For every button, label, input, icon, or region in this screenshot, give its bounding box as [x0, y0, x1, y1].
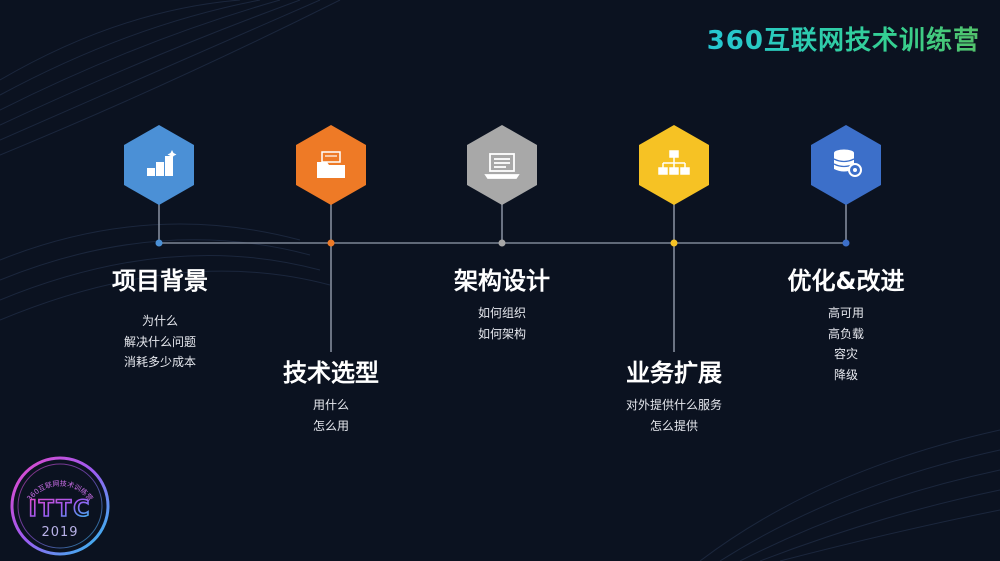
step-3-title: 架构设计 — [454, 267, 550, 295]
junction-dot-5 — [842, 239, 850, 247]
step-2-hexagon — [295, 124, 367, 206]
step-3-items: 如何组织 如何架构 — [478, 303, 526, 344]
junction-dot-2 — [327, 239, 335, 247]
bars-sparkle-icon — [147, 150, 177, 176]
step-5-hexagon — [810, 124, 882, 206]
ittc-logo: 360互联网技术训练营 ITTC 2019 — [10, 456, 110, 556]
step-2-item: 用什么 — [312, 398, 350, 412]
database-gear-icon — [833, 149, 862, 177]
step-4-items: 对外提供什么服务 怎么提供 — [626, 395, 722, 436]
step-5-item: 高可用 — [827, 306, 865, 320]
step-2-title: 技术选型 — [283, 359, 379, 387]
folder-icon — [317, 151, 345, 178]
step-5-item: 容灾 — [833, 347, 859, 361]
step-1-items: 为什么 解决什么问题 消耗多少成本 — [124, 311, 196, 373]
step-1-item: 为什么 — [141, 314, 179, 328]
brand-title: 360互联网技术训练营 — [707, 20, 980, 57]
laptop-icon — [484, 153, 520, 179]
step-4-hexagon — [638, 124, 710, 206]
badge-acronym: ITTC — [29, 497, 92, 522]
junction-dot-4 — [670, 239, 678, 247]
step-4-item: 怎么提供 — [649, 418, 699, 433]
step-5-items: 高可用 高负载 容灾 降级 — [828, 303, 864, 385]
junction-dot-1 — [155, 239, 163, 247]
org-chart-icon — [658, 150, 690, 175]
junction-dot-3 — [498, 239, 506, 247]
step-5-item: 高负载 — [827, 326, 865, 341]
step-3-item: 如何组织 — [477, 306, 527, 320]
step-2-items: 用什么 怎么用 — [313, 395, 349, 436]
step-4-item: 对外提供什么服务 — [625, 398, 723, 412]
step-1-item: 解决什么问题 — [123, 334, 197, 349]
step-1-hexagon — [123, 124, 195, 206]
step-4-title: 业务扩展 — [626, 359, 722, 387]
step-1-title: 项目背景 — [112, 267, 208, 295]
step-3-item: 如何架构 — [477, 326, 527, 341]
step-5-item: 降级 — [833, 367, 859, 382]
badge-year: 2019 — [41, 525, 78, 540]
step-1-item: 消耗多少成本 — [123, 355, 197, 369]
step-2-item: 怎么用 — [312, 418, 350, 433]
step-5-title: 优化&改进 — [787, 267, 905, 295]
step-3-hexagon — [466, 124, 538, 206]
